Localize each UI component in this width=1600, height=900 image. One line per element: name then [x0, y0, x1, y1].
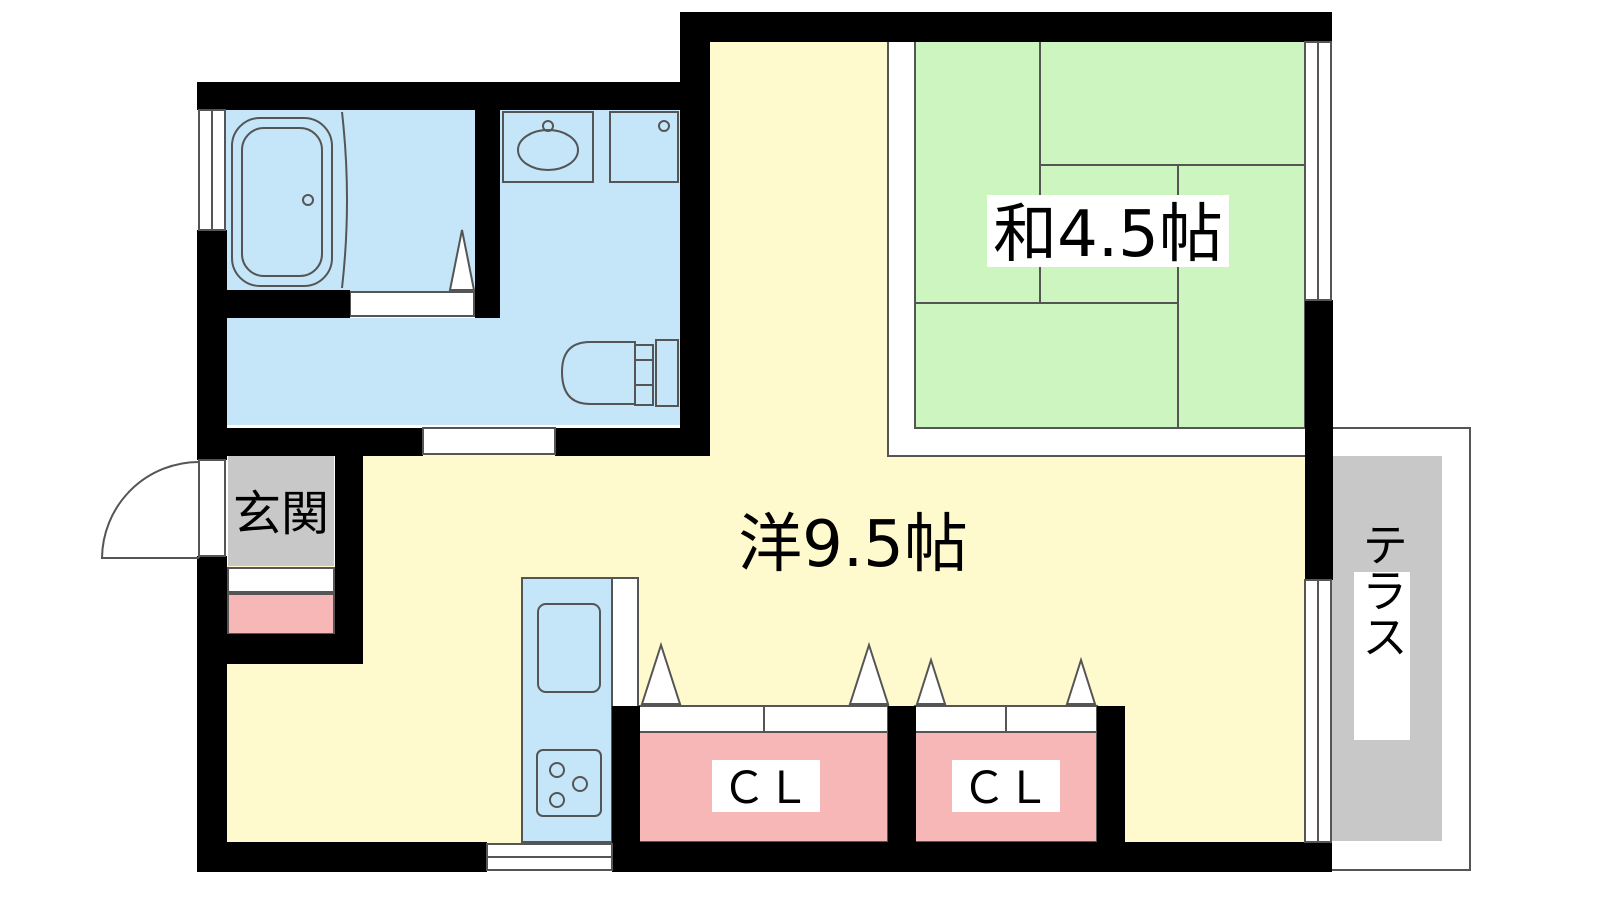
washing-machine-icon — [609, 111, 679, 183]
closet-door-marks — [640, 641, 1097, 705]
kitchen-sink-icon — [537, 603, 601, 693]
japanese-room-label: 和4.5帖 — [993, 198, 1223, 272]
entrance-label: 玄関 — [233, 486, 329, 542]
western-room-label-group: 洋9.5帖 — [733, 505, 973, 582]
terrace-label-group: テラス — [1354, 521, 1410, 740]
windows — [198, 41, 1332, 871]
bath-door-mark — [448, 229, 476, 291]
closet-1-label: ＣＬ — [722, 763, 810, 814]
bathtub-icon — [231, 111, 348, 289]
shoe-cabinet — [227, 593, 335, 635]
wet-area-floor — [225, 110, 680, 425]
entrance-door[interactable] — [100, 459, 226, 559]
walls — [197, 12, 1333, 872]
terrace-label: テラス — [1355, 521, 1409, 659]
stove-burner-icon — [536, 749, 602, 817]
toilet-icon — [560, 339, 679, 407]
entrance — [225, 456, 341, 635]
japanese-room-label-group: 和4.5帖 — [987, 195, 1229, 272]
washbasin-icon — [502, 111, 594, 183]
western-room-label: 洋9.5帖 — [738, 508, 968, 582]
closet-2-label: ＣＬ — [962, 763, 1050, 814]
closet-1-label-group: ＣＬ — [712, 760, 820, 814]
closet-2-label-group: ＣＬ — [952, 760, 1060, 814]
bath-step — [349, 291, 475, 317]
